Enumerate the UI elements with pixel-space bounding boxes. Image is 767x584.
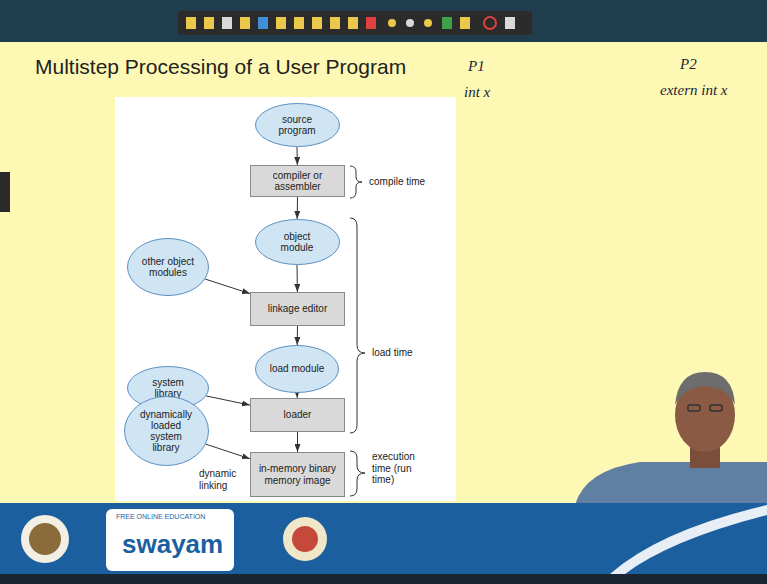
side-tab [0, 172, 10, 212]
flow-arrow [297, 432, 298, 452]
taskbar [0, 574, 767, 584]
toolbar-icons [186, 17, 515, 29]
handwritten-note: extern int x [660, 82, 727, 99]
handwritten-note: P2 [680, 56, 697, 73]
node-text: source program [270, 114, 325, 136]
time-braces [350, 166, 365, 496]
data-ellipse: dynamically loaded system library [124, 396, 209, 466]
institute-emblem [21, 515, 69, 563]
time-label: execution time (run time) [372, 451, 434, 486]
swayam-logo [106, 509, 234, 571]
flow-arrow [297, 265, 298, 292]
node-text: linkage editor [268, 303, 327, 314]
data-ellipse: other object modules [127, 238, 209, 296]
node-text: compiler or assembler [255, 170, 340, 192]
node-text: in-memory binary memory image [255, 463, 340, 485]
node-text: dynamically loaded system library [139, 409, 194, 454]
handwritten-note: int x [464, 84, 490, 101]
process-box: compiler or assembler [250, 165, 345, 197]
flow-arrow [297, 147, 298, 165]
handwritten-note: P1 [468, 58, 485, 75]
program-emblem [283, 517, 327, 561]
node-text: object module [270, 231, 325, 253]
logo-tagline: FREE ONLINE EDUCATION [116, 513, 205, 521]
presenter-figure [575, 372, 767, 505]
edge-note: dynamic linking [199, 468, 245, 491]
process-box: in-memory binary memory image [250, 452, 345, 497]
flow-arrow [297, 326, 298, 345]
data-ellipse: object module [255, 219, 340, 265]
data-ellipse: load module [255, 345, 339, 393]
node-text: other object modules [142, 256, 195, 278]
footer-swoosh [610, 505, 767, 574]
flow-arrow [205, 444, 250, 459]
node-text: load module [270, 363, 324, 374]
slide-title: Multistep Processing of a User Program [35, 55, 406, 79]
flow-arrow [206, 396, 250, 405]
top-band [0, 0, 767, 42]
footer-band [0, 503, 767, 574]
figure-panel [115, 97, 456, 501]
process-box: linkage editor [250, 292, 345, 326]
time-label: compile time [369, 176, 439, 188]
process-box: loader [250, 398, 345, 432]
flow-arrow [205, 279, 250, 294]
node-text: system library [142, 377, 195, 399]
node-text: loader [284, 409, 312, 420]
flow-arrow [297, 197, 298, 219]
time-label: load time [372, 347, 432, 359]
logo-wordmark: swayam [122, 530, 223, 560]
toolbar [178, 11, 532, 35]
data-ellipse: source program [255, 103, 340, 147]
